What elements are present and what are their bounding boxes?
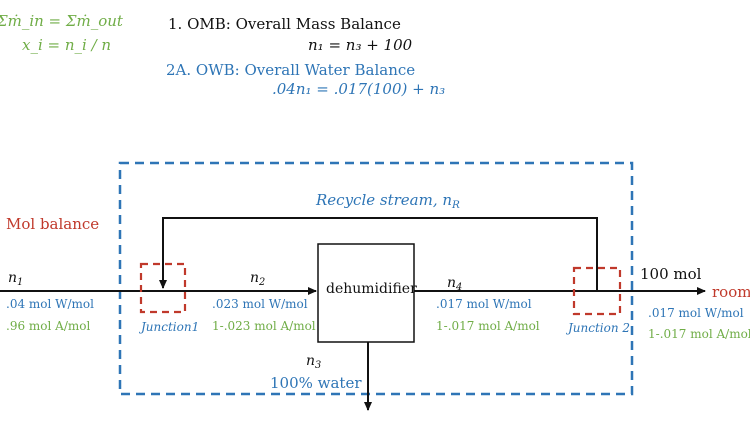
stream-n4-name: n4 (447, 275, 463, 293)
room-label: room (712, 283, 750, 301)
omb-title: 1. OMB: Overall Mass Balance (168, 15, 401, 33)
outlet-water: .017 mol W/mol (648, 306, 744, 320)
omb-equation: n₁ = n₃ + 100 (308, 36, 413, 54)
stream-n2-name: n2 (250, 270, 266, 288)
outlet-air: 1-.017 mol A/mol (648, 327, 750, 341)
stream-n4-water: .017 mol W/mol (436, 297, 532, 311)
stream-n1-water: .04 mol W/mol (6, 297, 94, 311)
owb-equation: .04n₁ = .017(100) + n₃ (272, 80, 446, 98)
stream-n1-air: .96 mol A/mol (6, 319, 91, 333)
recycle-stream-label: Recycle stream, nR (316, 191, 460, 211)
owb-title: 2A. OWB: Overall Water Balance (166, 61, 416, 79)
junction1-box (139, 262, 187, 314)
stream-n2-air: 1-.023 mol A/mol (212, 319, 316, 333)
recycle-line (159, 217, 598, 291)
dehumidifier-label: dehumidifier (326, 281, 417, 297)
hundred-mol-label: 100 mol (640, 265, 702, 283)
stream-n3-name: n3 (306, 353, 322, 371)
junction1-label: Junction1 (141, 320, 200, 334)
mole-fraction-equation: x_i = n_i / n (22, 36, 112, 54)
mol-balance-label: Mol balance (6, 215, 100, 233)
stream-n2-water: .023 mol W/mol (212, 297, 308, 311)
general-balance-equation: Σṁ_in = Σṁ_out (0, 12, 123, 30)
stream-n1-name: n1 (8, 270, 24, 288)
stream-n4-air: 1-.017 mol A/mol (436, 319, 540, 333)
water-100-label: 100% water (270, 374, 362, 392)
junction2-box (572, 266, 622, 316)
junction2-label: Junction 2 (568, 321, 631, 335)
dehumidifier-box (317, 243, 415, 343)
system-boundary (118, 161, 634, 396)
